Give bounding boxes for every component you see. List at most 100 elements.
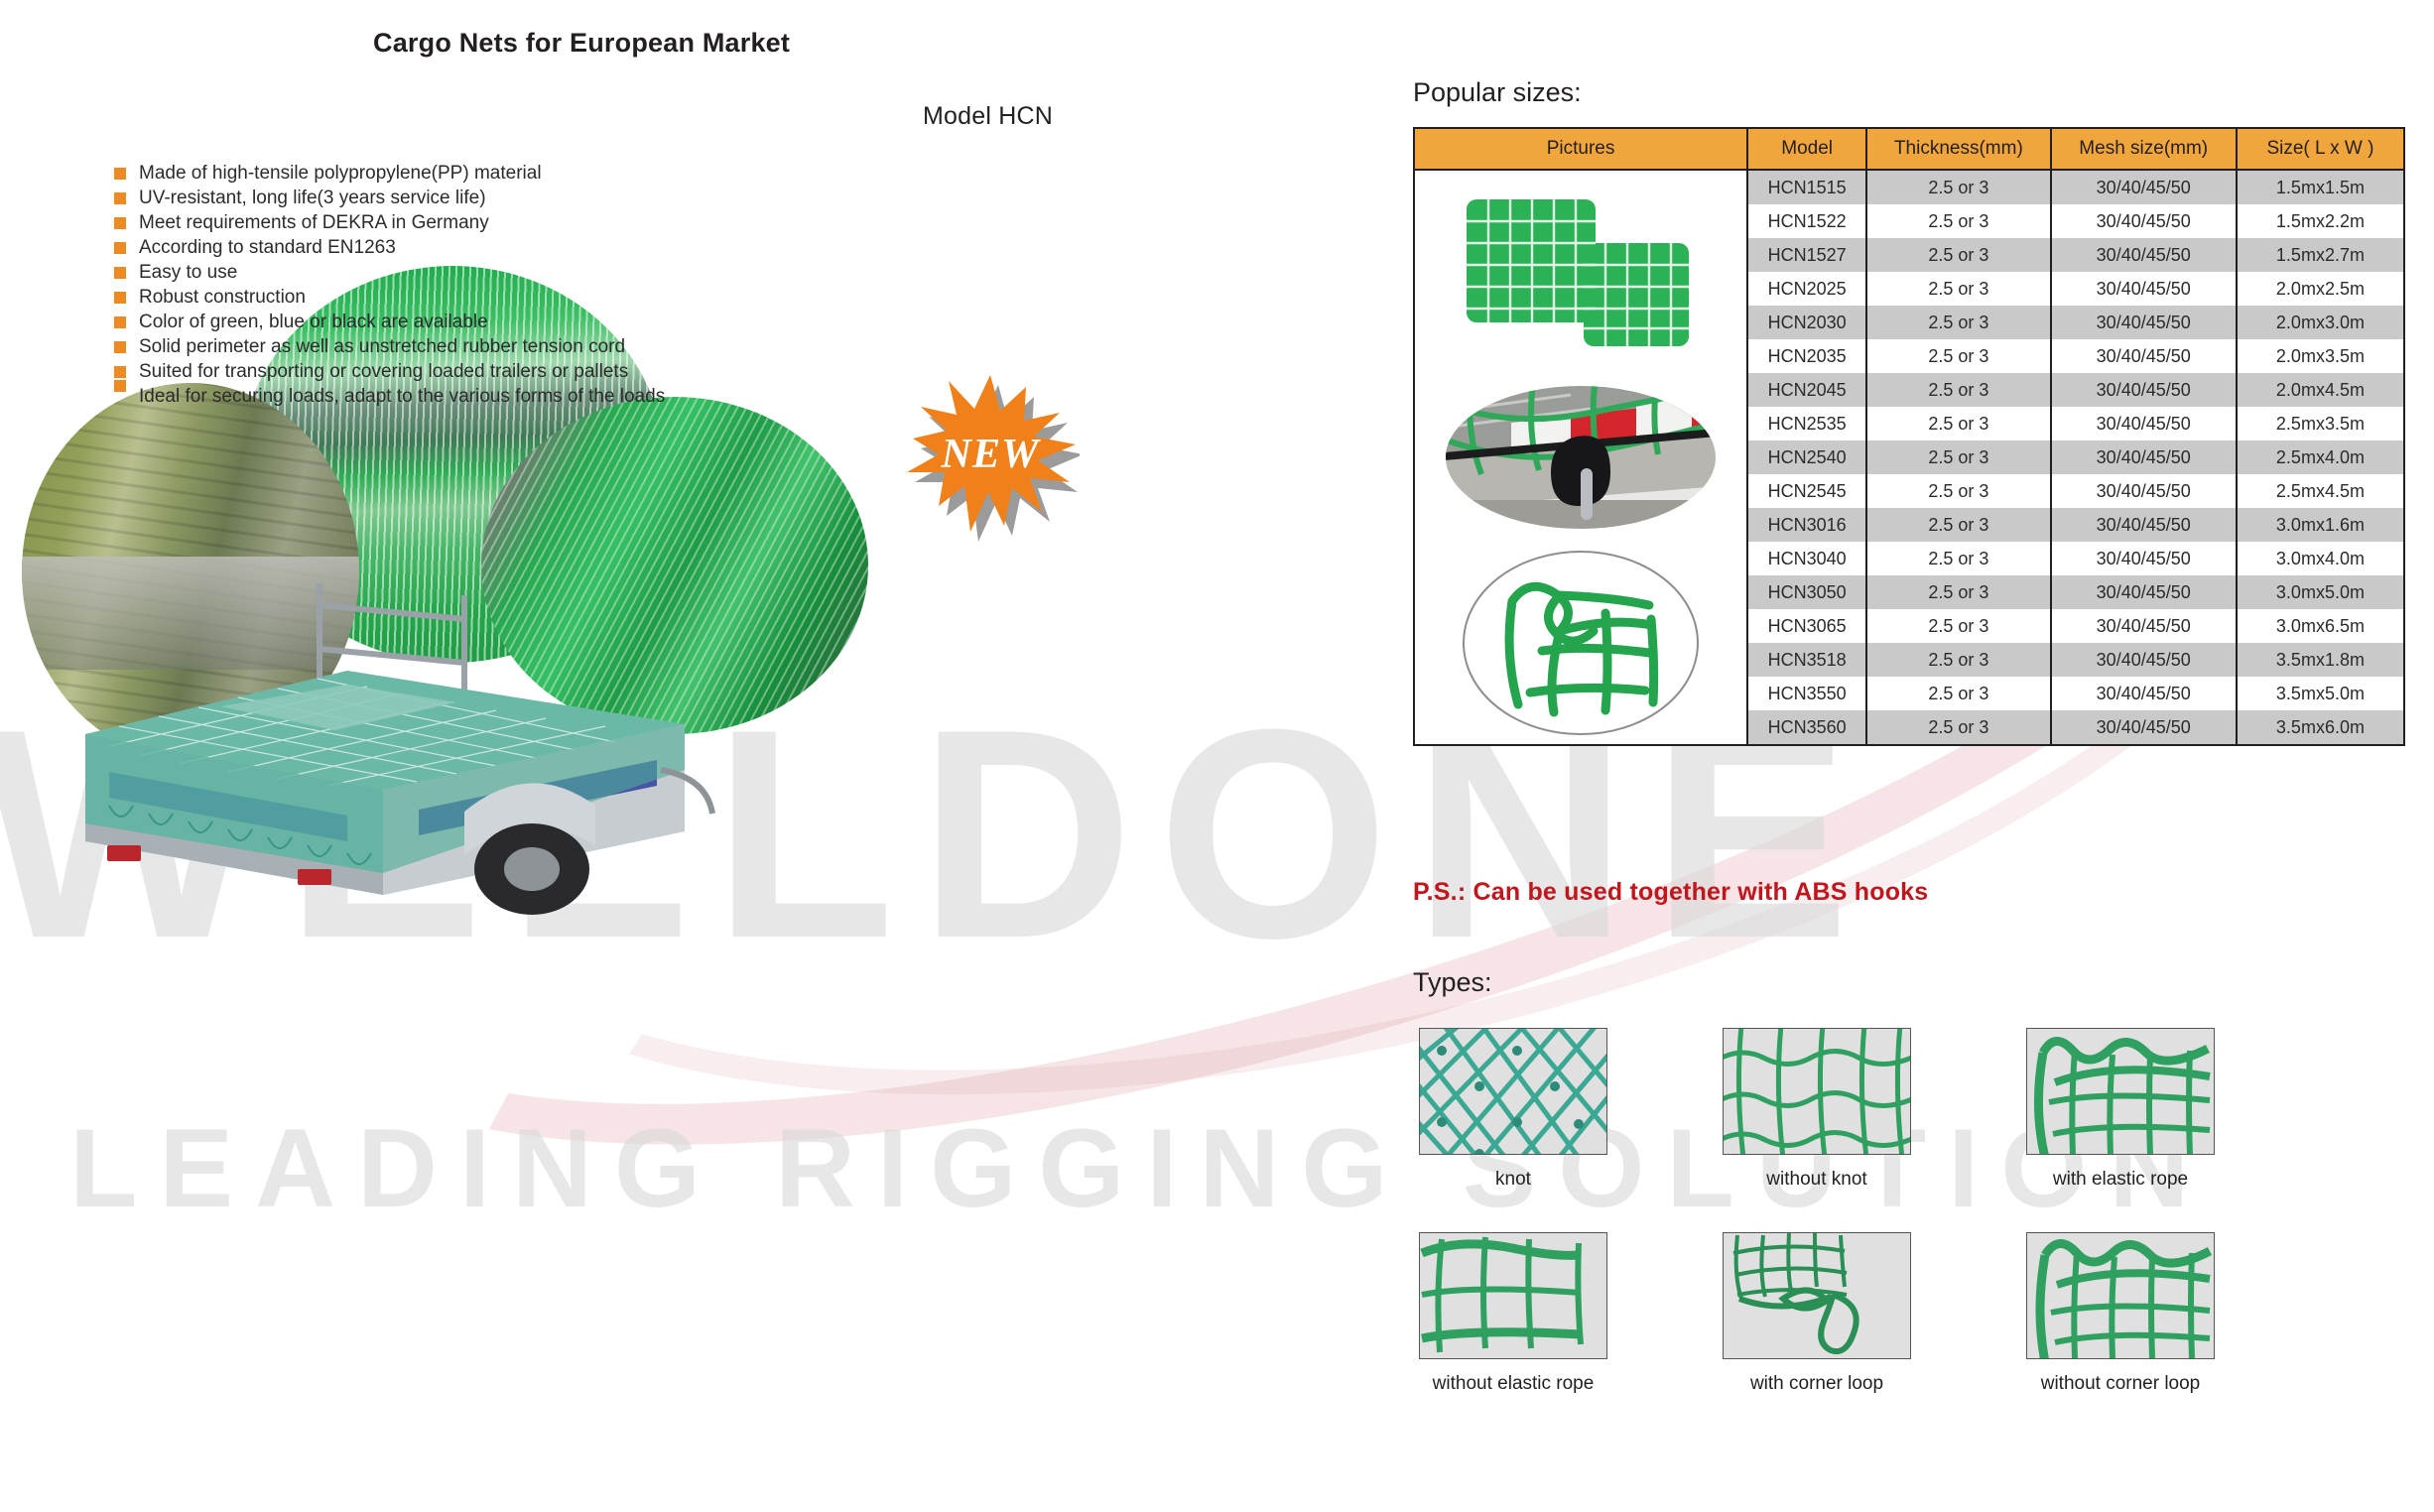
feature-text: Made of high-tensile polypropylene(PP) m… xyxy=(139,163,542,184)
knot-net-thumbnail xyxy=(1419,1028,1607,1155)
bullet-square-icon xyxy=(114,316,126,328)
cell-mesh: 30/40/45/50 xyxy=(2050,170,2238,204)
cell-mesh: 30/40/45/50 xyxy=(2050,272,2238,306)
table-picture-cell-mesh-detail xyxy=(1414,542,1749,745)
column-header-size: Size( L x W ) xyxy=(2236,128,2404,171)
cell-mesh: 30/40/45/50 xyxy=(2050,306,2238,339)
bullet-square-icon xyxy=(114,380,126,392)
bullet-square-icon xyxy=(114,292,126,304)
feature-text: Meet requirements of DEKRA in Germany xyxy=(139,212,489,233)
bullet-square-icon xyxy=(114,242,126,254)
feature-text: Ideal for securing loads, adapt to the v… xyxy=(139,386,666,407)
cell-size: 2.0mx2.5m xyxy=(2275,278,2365,299)
types-heading: Types: xyxy=(1413,967,1492,997)
ps-note: P.S.: Can be used together with ABS hook… xyxy=(1413,878,1929,906)
feature-text: Easy to use xyxy=(139,262,238,283)
cell-thickness: 2.5 or 3 xyxy=(1866,272,2052,306)
cell-mesh: 30/40/45/50 xyxy=(2050,407,2238,441)
page-title: Cargo Nets for European Market xyxy=(373,28,791,58)
column-header-pictures: Pictures xyxy=(1414,128,1749,171)
cell-thickness: 2.5 or 3 xyxy=(1866,407,2052,441)
table-row: HCN1527 2.5 or 3 30/40/45/50 1.5mx2.7m xyxy=(1414,238,2404,272)
new-badge: NEW xyxy=(901,373,1080,542)
product-photo-trailer-with-net xyxy=(50,575,744,923)
with-corner-loop-thumbnail xyxy=(1723,1232,1911,1359)
table-row: HCN2045 2.5 or 3 30/40/45/50 2.0mx4.5m xyxy=(1414,373,2404,542)
table-row: HCN2035 2.5 or 3 30/40/45/50 2.0mx3.5m xyxy=(1414,339,2404,373)
table-row: HCN1522 2.5 or 3 30/40/45/50 1.5mx2.2m xyxy=(1414,204,2404,238)
feature-text: According to standard EN1263 xyxy=(139,237,396,258)
cell-size: 3.0mx5.0m xyxy=(2236,575,2404,609)
cell-thickness: 2.5 or 3 xyxy=(1866,373,2052,407)
bullet-square-icon xyxy=(114,217,126,229)
with-elastic-rope-thumbnail xyxy=(2026,1028,2215,1155)
cell-thickness: 2.5 or 3 xyxy=(1866,170,2052,204)
cell-mesh: 30/40/45/50 xyxy=(2050,339,2238,373)
types-row: without elastic rope xyxy=(1419,1232,2421,1395)
without-corner-loop-thumbnail xyxy=(2026,1232,2215,1359)
cell-thickness: 2.5 or 3 xyxy=(1866,339,2052,373)
cell-size: 2.0mx3.5m xyxy=(2275,345,2365,366)
type-label: without elastic rope xyxy=(1432,1373,1595,1394)
cell-mesh: 30/40/45/50 xyxy=(2050,441,2238,474)
cell-mesh: 30/40/45/50 xyxy=(2050,609,2238,643)
bullet-square-icon xyxy=(114,341,126,353)
table-row: HCN3560 2.5 or 3 30/40/45/50 3.5mx6.0m xyxy=(1414,710,2404,745)
type-item-without-corner-loop: without corner loop xyxy=(2026,1232,2215,1395)
net-mesh-detail-photo xyxy=(1463,551,1700,735)
cell-size: 3.5mx1.8m xyxy=(2236,643,2404,677)
table-row: HCN2030 2.5 or 3 30/40/45/50 2.0mx3.0m xyxy=(1414,306,2404,339)
cell-model: HCN2030 xyxy=(1747,306,1868,339)
cell-mesh: 30/40/45/50 xyxy=(2050,238,2238,272)
cell-mesh: 30/40/45/50 xyxy=(2050,204,2238,238)
table-row: HCN2540 2.5 or 3 30/40/45/50 2.5mx4.0m xyxy=(1414,441,2404,474)
cell-size: 2.5mx3.5m xyxy=(2275,413,2365,434)
cell-model: HCN3050 xyxy=(1747,575,1868,609)
table-row: HCN3065 2.5 or 3 30/40/45/50 3.0mx6.5m xyxy=(1414,609,2404,643)
types-gallery: knot without knot xyxy=(1419,1028,2421,1437)
feature-text: Color of green, blue or black are availa… xyxy=(139,312,488,332)
trailer-illustration xyxy=(85,583,715,915)
cell-mesh: 30/40/45/50 xyxy=(2050,575,2238,609)
cell-model: HCN2035 xyxy=(1747,339,1868,373)
type-item-knot: knot xyxy=(1419,1028,1607,1191)
table-row: HCN3040 2.5 or 3 30/40/45/50 3.0mx4.0m xyxy=(1414,542,2404,745)
cell-model: HCN2540 xyxy=(1747,441,1868,474)
column-header-thickness: Thickness(mm) xyxy=(1866,128,2052,171)
cell-model: HCN3518 xyxy=(1747,643,1868,677)
feature-text: Solid perimeter as well as unstretched r… xyxy=(139,336,626,357)
without-elastic-rope-thumbnail xyxy=(1419,1232,1607,1359)
cell-thickness: 2.5 or 3 xyxy=(1866,441,2052,474)
feature-text: Suited for transporting or covering load… xyxy=(139,361,629,382)
cell-model: HCN1527 xyxy=(1747,238,1868,272)
table-row: HCN3518 2.5 or 3 30/40/45/50 3.5mx1.8m xyxy=(1414,643,2404,677)
cell-model: HCN1515 xyxy=(1747,170,1868,204)
cell-mesh: 30/40/45/50 xyxy=(2050,542,2238,575)
bullet-square-icon xyxy=(114,168,126,180)
starburst-icon xyxy=(907,375,1080,542)
cell-size: 2.5mx4.5m xyxy=(2275,480,2365,501)
cell-model: HCN3550 xyxy=(1747,677,1868,710)
cell-size: 3.0mx1.6m xyxy=(2236,508,2404,542)
table-header-row: Pictures Model Thickness(mm) Mesh size(m… xyxy=(1414,128,2404,171)
type-label: with corner loop xyxy=(1749,1373,1884,1394)
cell-model: HCN3040 xyxy=(1747,542,1868,575)
table-row: HCN2545 2.5 or 3 30/40/45/50 2.5mx4.5m xyxy=(1414,474,2404,508)
cell-size: 3.5mx6.0m xyxy=(2236,710,2404,745)
product-photo-net-roll xyxy=(481,397,868,734)
column-header-model: Model xyxy=(1747,128,1868,171)
table-row: HCN1515 2.5 or 3 30/40/45/50 1.5mx1.5m xyxy=(1414,170,2404,373)
cell-thickness: 2.5 or 3 xyxy=(1866,238,2052,272)
net-with-hook-photo xyxy=(1446,386,1717,529)
column-header-mesh-size: Mesh size(mm) xyxy=(2050,128,2238,171)
net-bundle-photo xyxy=(1467,199,1690,346)
cell-size: 1.5mx2.7m xyxy=(2236,238,2404,272)
bullet-square-icon xyxy=(114,267,126,279)
cell-model: HCN2045 xyxy=(1747,373,1868,407)
table-row: HCN3050 2.5 or 3 30/40/45/50 3.0mx5.0m xyxy=(1414,575,2404,609)
cell-mesh: 30/40/45/50 xyxy=(2050,508,2238,542)
cell-model: HCN2535 xyxy=(1747,407,1868,441)
cell-mesh: 30/40/45/50 xyxy=(2050,677,2238,710)
bullet-square-icon xyxy=(114,366,126,378)
table-row: HCN3016 2.5 or 3 30/40/45/50 3.0mx1.6m xyxy=(1414,508,2404,542)
